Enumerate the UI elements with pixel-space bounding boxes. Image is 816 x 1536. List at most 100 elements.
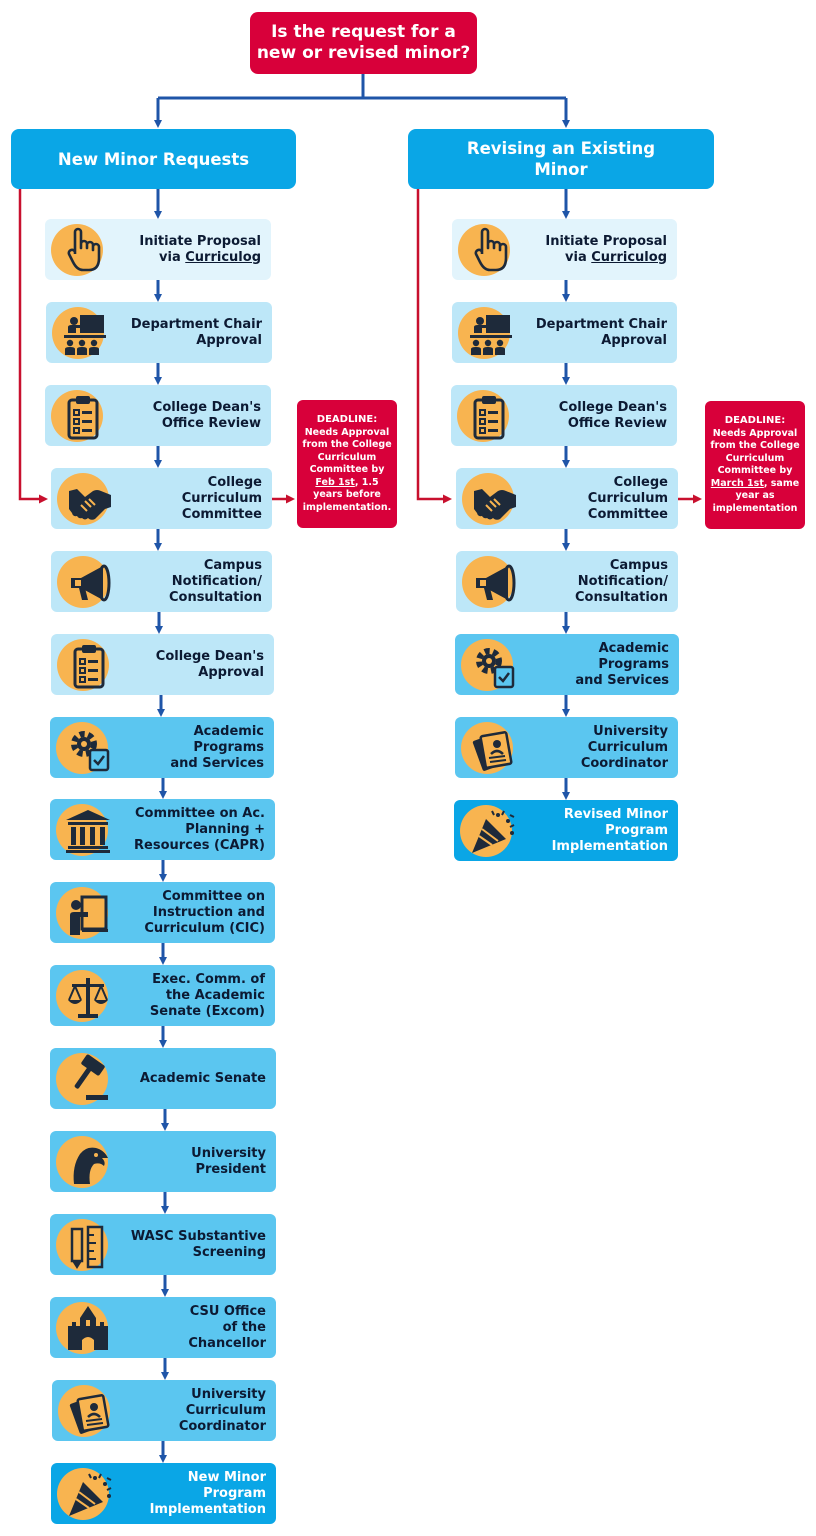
step-label-line: Office Review [161, 415, 261, 431]
step-label-line: College Dean's [558, 399, 667, 415]
step-label-line: Approval [198, 664, 264, 680]
step-label-line: College [207, 474, 262, 490]
clipboard-checklist-icon [57, 639, 109, 691]
step-label-line: Curriculum [185, 1402, 266, 1418]
step-label-line: Department Chair [130, 316, 262, 332]
step-label-line: Initiate Proposal [545, 233, 667, 249]
step-label-line: WASC Substantive [130, 1228, 266, 1244]
hand-pointer-icon [458, 224, 510, 276]
question-line-1: Is the request for a [271, 22, 456, 42]
curriculog-link[interactable]: Curriculog [185, 249, 261, 265]
eagle-icon [56, 1136, 108, 1188]
step-label-line: Planning + [185, 821, 265, 837]
step-label-line: Academic [598, 640, 669, 656]
question-box: Is the request for a new or revised mino… [250, 12, 477, 74]
step-label-line: Office Review [567, 415, 667, 431]
new-minor-header: New Minor Requests [11, 129, 296, 189]
bypass-connector-new [18, 188, 48, 504]
step-label-line: Resources (CAPR) [134, 837, 265, 853]
step-label-line: Coordinator [580, 755, 668, 771]
step-label-line: University [191, 1145, 266, 1161]
step-label-line: Programs [193, 739, 264, 755]
step-label-line: Notification/ [171, 573, 262, 589]
step-label-line: Approval [601, 332, 667, 348]
step-label-line: and Services [170, 755, 264, 771]
handshake-icon [57, 473, 111, 525]
deadline-box-new: DEADLINE: Needs Approval from the Colleg… [297, 400, 397, 528]
presenter-audience-icon [458, 307, 512, 359]
question-split-connector [158, 74, 566, 100]
step-label-line: Program [605, 822, 668, 838]
step-label-line: Academic Senate [139, 1070, 266, 1086]
step-label: Academic Senate [96, 1048, 266, 1109]
step-label-line: Committee [181, 506, 262, 522]
step-label-line: College Dean's [155, 648, 264, 664]
deadline-text: Needs Approval from the College Curricul… [710, 427, 800, 514]
institution-building-icon [56, 804, 110, 856]
bypass-connector-revised [416, 188, 452, 504]
step-label-line: Implementation [551, 838, 668, 854]
hand-pointer-icon [51, 224, 103, 276]
step-label-line: Exec. Comm. of [152, 971, 265, 987]
step-label-line: Committee [587, 506, 668, 522]
clipboard-checklist-icon [457, 390, 509, 442]
scales-icon [56, 970, 108, 1022]
step-label-line: Committee on [162, 888, 265, 904]
teacher-board-icon [56, 887, 108, 939]
step-label-line: Curriculum [181, 490, 262, 506]
step-label-line: Approval [196, 332, 262, 348]
step-label-line: Curriculum [587, 490, 668, 506]
gear-checklist-icon [461, 639, 515, 691]
question-line-2: new or revised minor? [256, 43, 471, 63]
step-label-line: of the [222, 1319, 266, 1335]
new-minor-header-label: New Minor Requests [57, 149, 250, 169]
step-label-line: Curriculum [587, 739, 668, 755]
step-label-line: Implementation [149, 1501, 266, 1517]
step-label-line: Consultation [574, 589, 668, 605]
documents-icon [461, 722, 513, 774]
step-label-line: Curriculum (CIC) [144, 920, 265, 936]
deadline-title: DEADLINE: [724, 415, 786, 426]
step-label: Committee on Ac.Planning +Resources (CAP… [95, 799, 265, 860]
step-label-line: Academic [193, 723, 264, 739]
step-label-line: Consultation [168, 589, 262, 605]
step-label-line: and Services [575, 672, 669, 688]
step-label-line: Committee on Ac. [134, 805, 265, 821]
new-minor-step-institution-building: Committee on Ac.Planning +Resources (CAP… [50, 799, 275, 860]
step-label-line: Campus [609, 557, 668, 573]
step-label-line: Instruction and [152, 904, 265, 920]
curriculog-link[interactable]: Curriculog [591, 249, 667, 265]
castle-icon [56, 1302, 108, 1354]
step-label-line: Coordinator [178, 1418, 266, 1434]
